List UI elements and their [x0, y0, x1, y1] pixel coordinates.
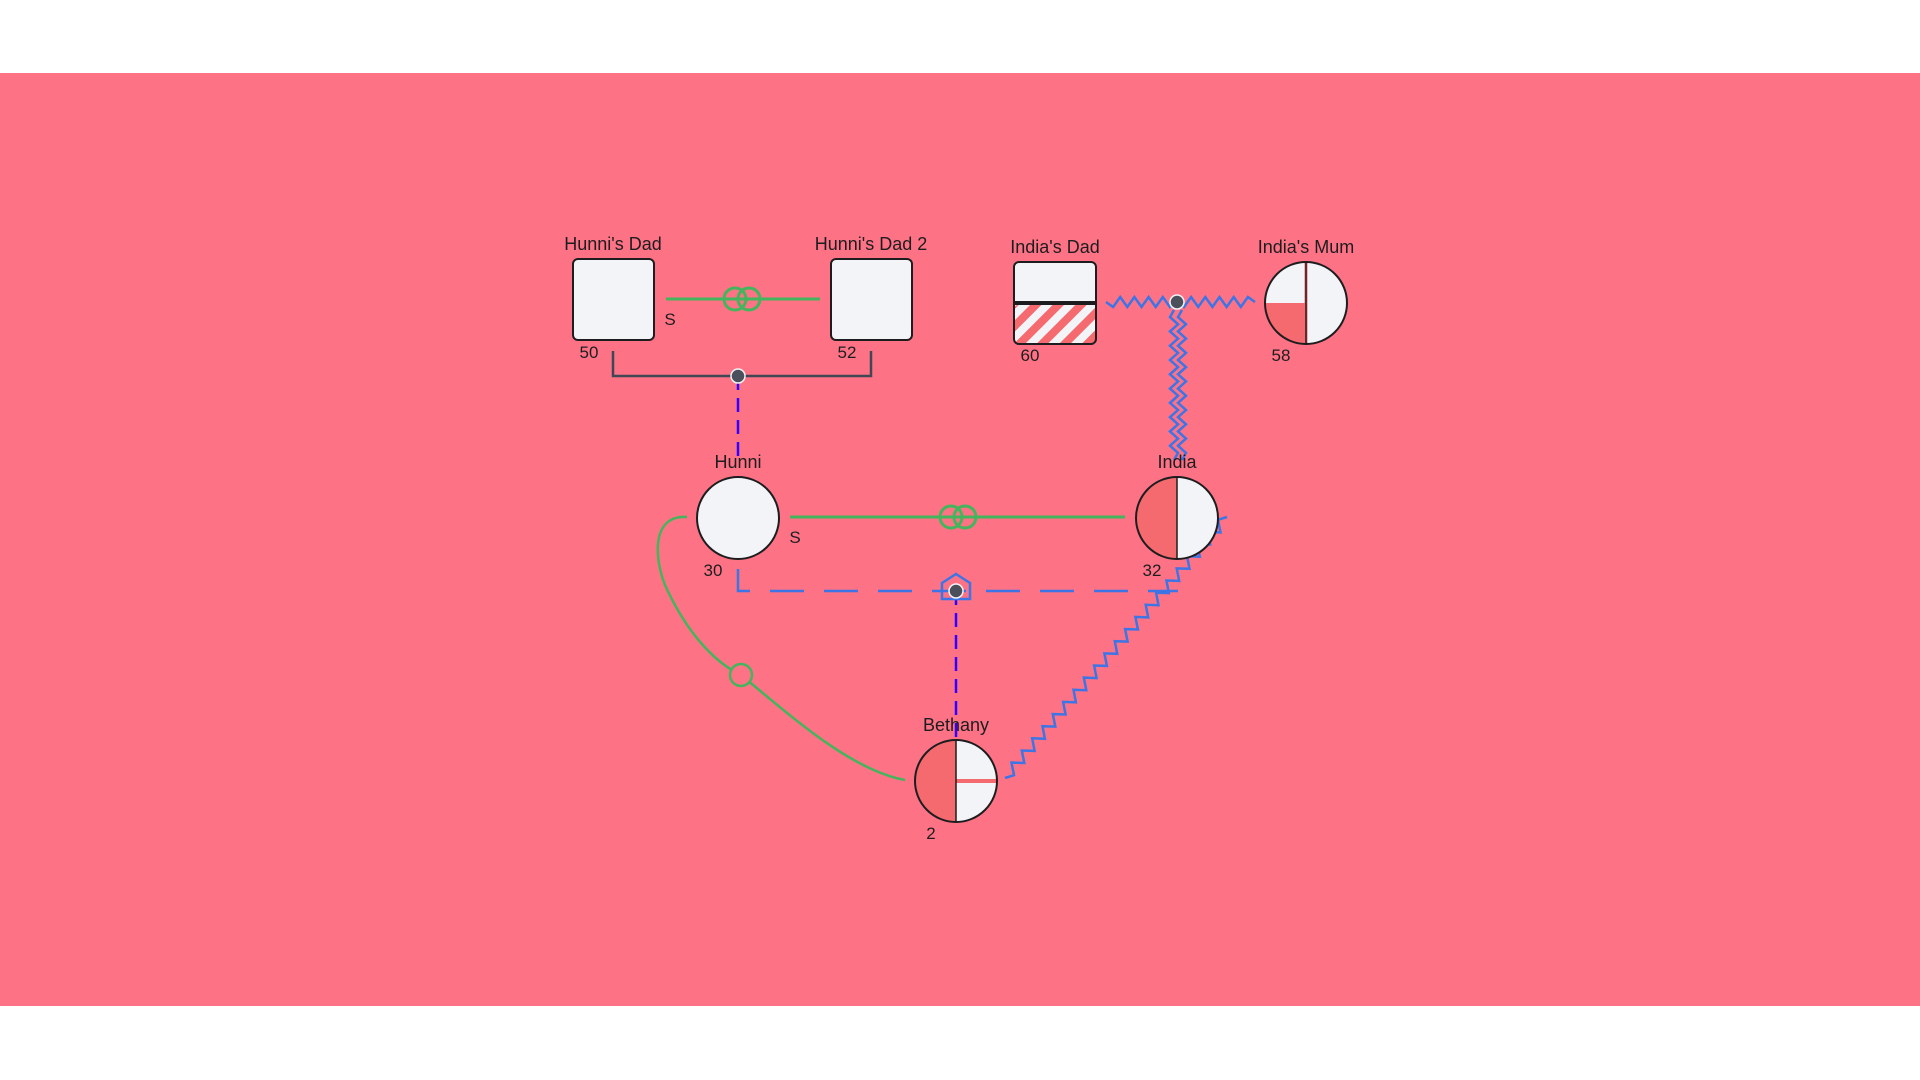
person-age: 32	[1143, 561, 1162, 580]
person-age: 30	[704, 561, 723, 580]
person-name: Bethany	[923, 715, 989, 735]
male-square-icon	[572, 258, 655, 341]
ring-icon	[728, 662, 754, 688]
person-name: India's Dad	[1010, 237, 1100, 257]
person-age: 50	[580, 343, 599, 362]
marriage-line-hunnis-dads[interactable]	[666, 286, 820, 312]
person-india[interactable]: India 32	[1135, 452, 1219, 580]
descent-line-hunni[interactable]	[611, 351, 873, 463]
person-hunnis-dad[interactable]: Hunni's Dad 50 S	[564, 234, 675, 362]
marriage-line-hunni-india[interactable]	[790, 504, 1125, 530]
person-marker: S	[664, 310, 675, 329]
person-hunnis-dad-2[interactable]: Hunni's Dad 2 52	[815, 234, 928, 362]
male-square-icon	[1013, 261, 1097, 345]
person-name: Hunni's Dad	[564, 234, 662, 254]
person-bethany[interactable]: Bethany 2	[914, 715, 998, 843]
relationship-curve-hunni-bethany[interactable]	[656, 515, 906, 782]
genogram-canvas[interactable]: Hunni's Dad 50 S Hunni's Dad 2 52 India'…	[0, 73, 1920, 1006]
person-age: 52	[838, 343, 857, 362]
person-age: 60	[1021, 346, 1040, 365]
person-name: India's Mum	[1258, 237, 1354, 257]
person-name: Hunni's Dad 2	[815, 234, 928, 254]
descent-line-india[interactable]	[1168, 294, 1188, 461]
genogram-diagram: Hunni's Dad 50 S Hunni's Dad 2 52 India'…	[564, 234, 1354, 843]
pentagon-house-icon	[940, 572, 972, 601]
person-hunni[interactable]: Hunni 30 S	[696, 452, 801, 580]
person-age: 2	[926, 824, 935, 843]
person-indias-dad[interactable]: India's Dad 60	[1010, 237, 1100, 365]
junction-dot-icon	[948, 583, 964, 599]
male-square-icon	[830, 258, 913, 341]
person-marker: S	[789, 528, 800, 547]
descent-line-bethany[interactable]	[736, 569, 1178, 741]
female-circle-icon	[696, 476, 780, 560]
interlocking-rings-icon	[938, 504, 978, 530]
person-name: Hunni	[714, 452, 761, 472]
interlocking-rings-icon	[722, 286, 762, 312]
junction-dot-icon	[1169, 294, 1185, 310]
junction-dot-icon	[730, 368, 746, 384]
person-name: India	[1157, 452, 1197, 472]
person-indias-mum[interactable]: India's Mum 58	[1258, 237, 1354, 365]
person-age: 58	[1272, 346, 1291, 365]
